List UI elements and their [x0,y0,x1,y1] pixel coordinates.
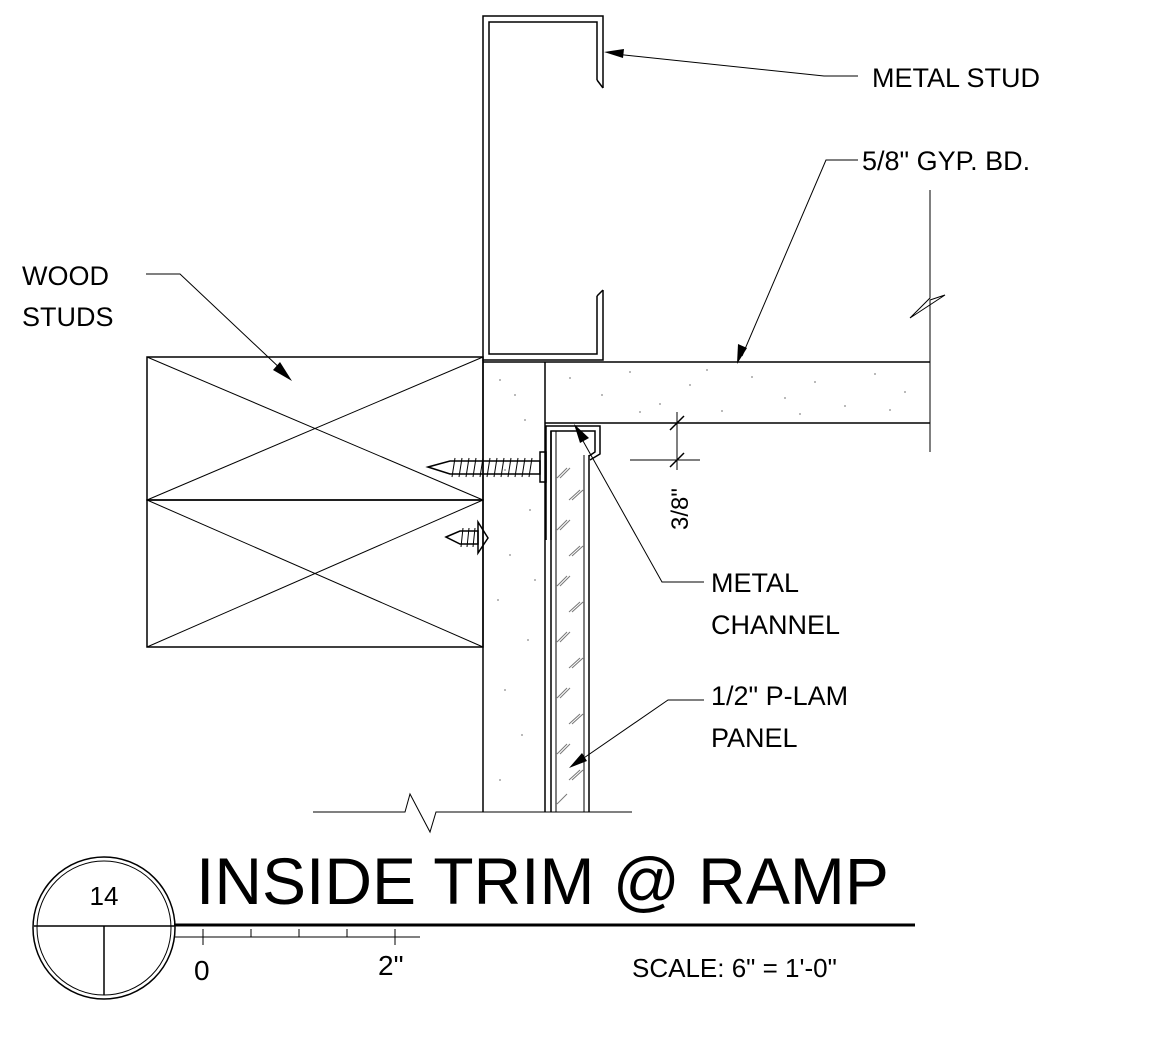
scale-bar-end: 2" [378,950,404,981]
label-metal-channel-1: METAL [711,568,799,598]
metal-channel [545,425,601,540]
screw-upper [425,451,547,483]
gyp-stipple-vertical [497,379,536,781]
leader-gyp-bd [737,159,858,364]
label-panel-2: PANEL [711,723,798,753]
metal-stud [482,15,604,361]
scale-text: SCALE: 6" = 1'-0" [632,953,837,983]
leader-panel [569,699,704,768]
label-gyp-bd: 5/8" GYP. BD. [862,146,1030,176]
label-metal-channel-2: CHANNEL [711,610,840,640]
dimension-text: 3/8" [667,488,694,530]
leader-metal-channel [574,424,704,583]
title-underline [174,923,915,945]
gyp-stipple-horizontal [569,369,906,415]
label-metal-stud: METAL STUD [872,63,1040,93]
scale-bar-start: 0 [194,955,210,986]
leader-metal-stud [604,49,858,77]
panel-hatch [556,467,584,805]
label-panel-1: 1/2" P-LAM [711,681,848,711]
dimension-3-8: 3/8" [630,412,700,530]
wood-studs [146,356,484,648]
leader-wood-studs [146,273,292,381]
plam-panel [550,431,590,812]
detail-title: INSIDE TRIM @ RAMP [196,844,889,918]
bottom-break-line [313,792,632,834]
screw-lower [444,519,489,556]
detail-number: 14 [90,881,119,911]
detail-bubble: 14 [32,856,176,1000]
label-wood-studs-2: STUDS [22,302,114,332]
label-wood-studs-1: WOOD [22,261,109,291]
gyp-board-horizontal [483,190,946,452]
gyp-board-vertical [482,360,546,812]
